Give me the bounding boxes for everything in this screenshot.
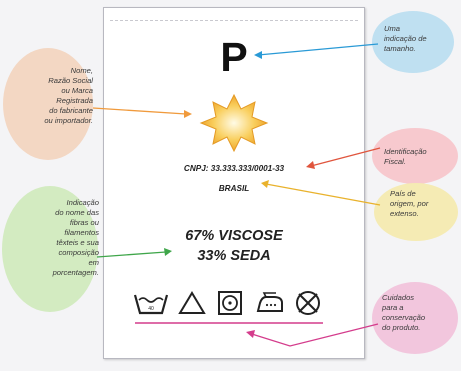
care-callout: Cuidados para a conservação do produto. (382, 293, 425, 333)
bleach-triangle-icon (178, 291, 206, 314)
maker-callout-bubble (3, 48, 93, 160)
no-dry-clean-icon (296, 291, 320, 315)
origin-callout-bubble (374, 183, 458, 241)
iron-icon (256, 292, 283, 312)
label-stitch-line (110, 20, 358, 21)
size-arrow (254, 43, 379, 59)
callout-line: indicação de (384, 34, 427, 43)
callout-line: ou importador. (44, 116, 93, 125)
callout-line: filamentos (64, 228, 99, 237)
callout-line: do nome das (55, 208, 99, 217)
sun-logo-icon (199, 93, 269, 153)
fiscal-arrow (306, 147, 381, 169)
care-callout-bubble (372, 282, 458, 354)
fiber-line-2: 33% SEDA (197, 248, 271, 264)
wash-tub-icon: 40 (133, 294, 169, 315)
country-text: BRASIL (218, 184, 250, 193)
callout-line: fibras ou (69, 218, 99, 227)
callout-line: Razão Social (48, 76, 93, 85)
callout-line: Identificação (384, 147, 427, 156)
callout-line: Fiscal. (384, 157, 406, 166)
callout-line: Nome, (70, 66, 93, 75)
maker-arrow (92, 107, 192, 118)
callout-line: para a (382, 303, 404, 312)
origin-callout: País de origem, por extenso. (390, 189, 428, 219)
size-letter: P (220, 34, 248, 80)
callout-line: têxteis e sua (56, 238, 99, 247)
cnpj-text: CNPJ: 33.333.333/0001-33 (183, 164, 285, 173)
size-callout: Uma indicação de tamanho. (384, 24, 427, 54)
size-callout-bubble (372, 11, 454, 73)
callout-line: conservação (382, 313, 426, 322)
maker-callout: Nome, Razão Social ou Marca Registrada d… (44, 66, 93, 126)
fibers-callout-bubble (2, 186, 98, 312)
callout-line: Indicação (66, 198, 99, 207)
callout-line: Registrada (56, 96, 93, 105)
callout-line: ou Marca (61, 86, 93, 95)
callout-line: do fabricante (49, 106, 93, 115)
callout-line: composição (58, 248, 99, 257)
callout-line: porcentagem. (52, 268, 99, 277)
svg-text:40: 40 (148, 306, 154, 312)
fibers-callout: Indicação do nome das fibras ou filament… (53, 198, 99, 278)
callout-line: Uma (384, 24, 401, 33)
callout-line: origem, por (390, 199, 429, 208)
clothing-label: P CNPJ: 33.333.333/0001-33 BRASIL 67% VI… (103, 7, 365, 359)
fibers-arrow (96, 248, 172, 258)
callout-line: em (88, 258, 99, 267)
callout-line: Cuidados (382, 293, 415, 302)
fiscal-callout: Identificação Fiscal. (384, 147, 427, 167)
callout-line: País de (390, 189, 416, 198)
tumble-dry-icon (218, 291, 242, 315)
care-arrow (135, 322, 379, 347)
fiber-line-1: 67% VISCOSE (185, 228, 283, 244)
callout-line: extenso. (390, 209, 419, 218)
callout-line: tamanho. (384, 44, 416, 53)
origin-arrow (261, 180, 381, 206)
fiscal-callout-bubble (372, 128, 458, 184)
callout-line: do produto. (382, 323, 421, 332)
